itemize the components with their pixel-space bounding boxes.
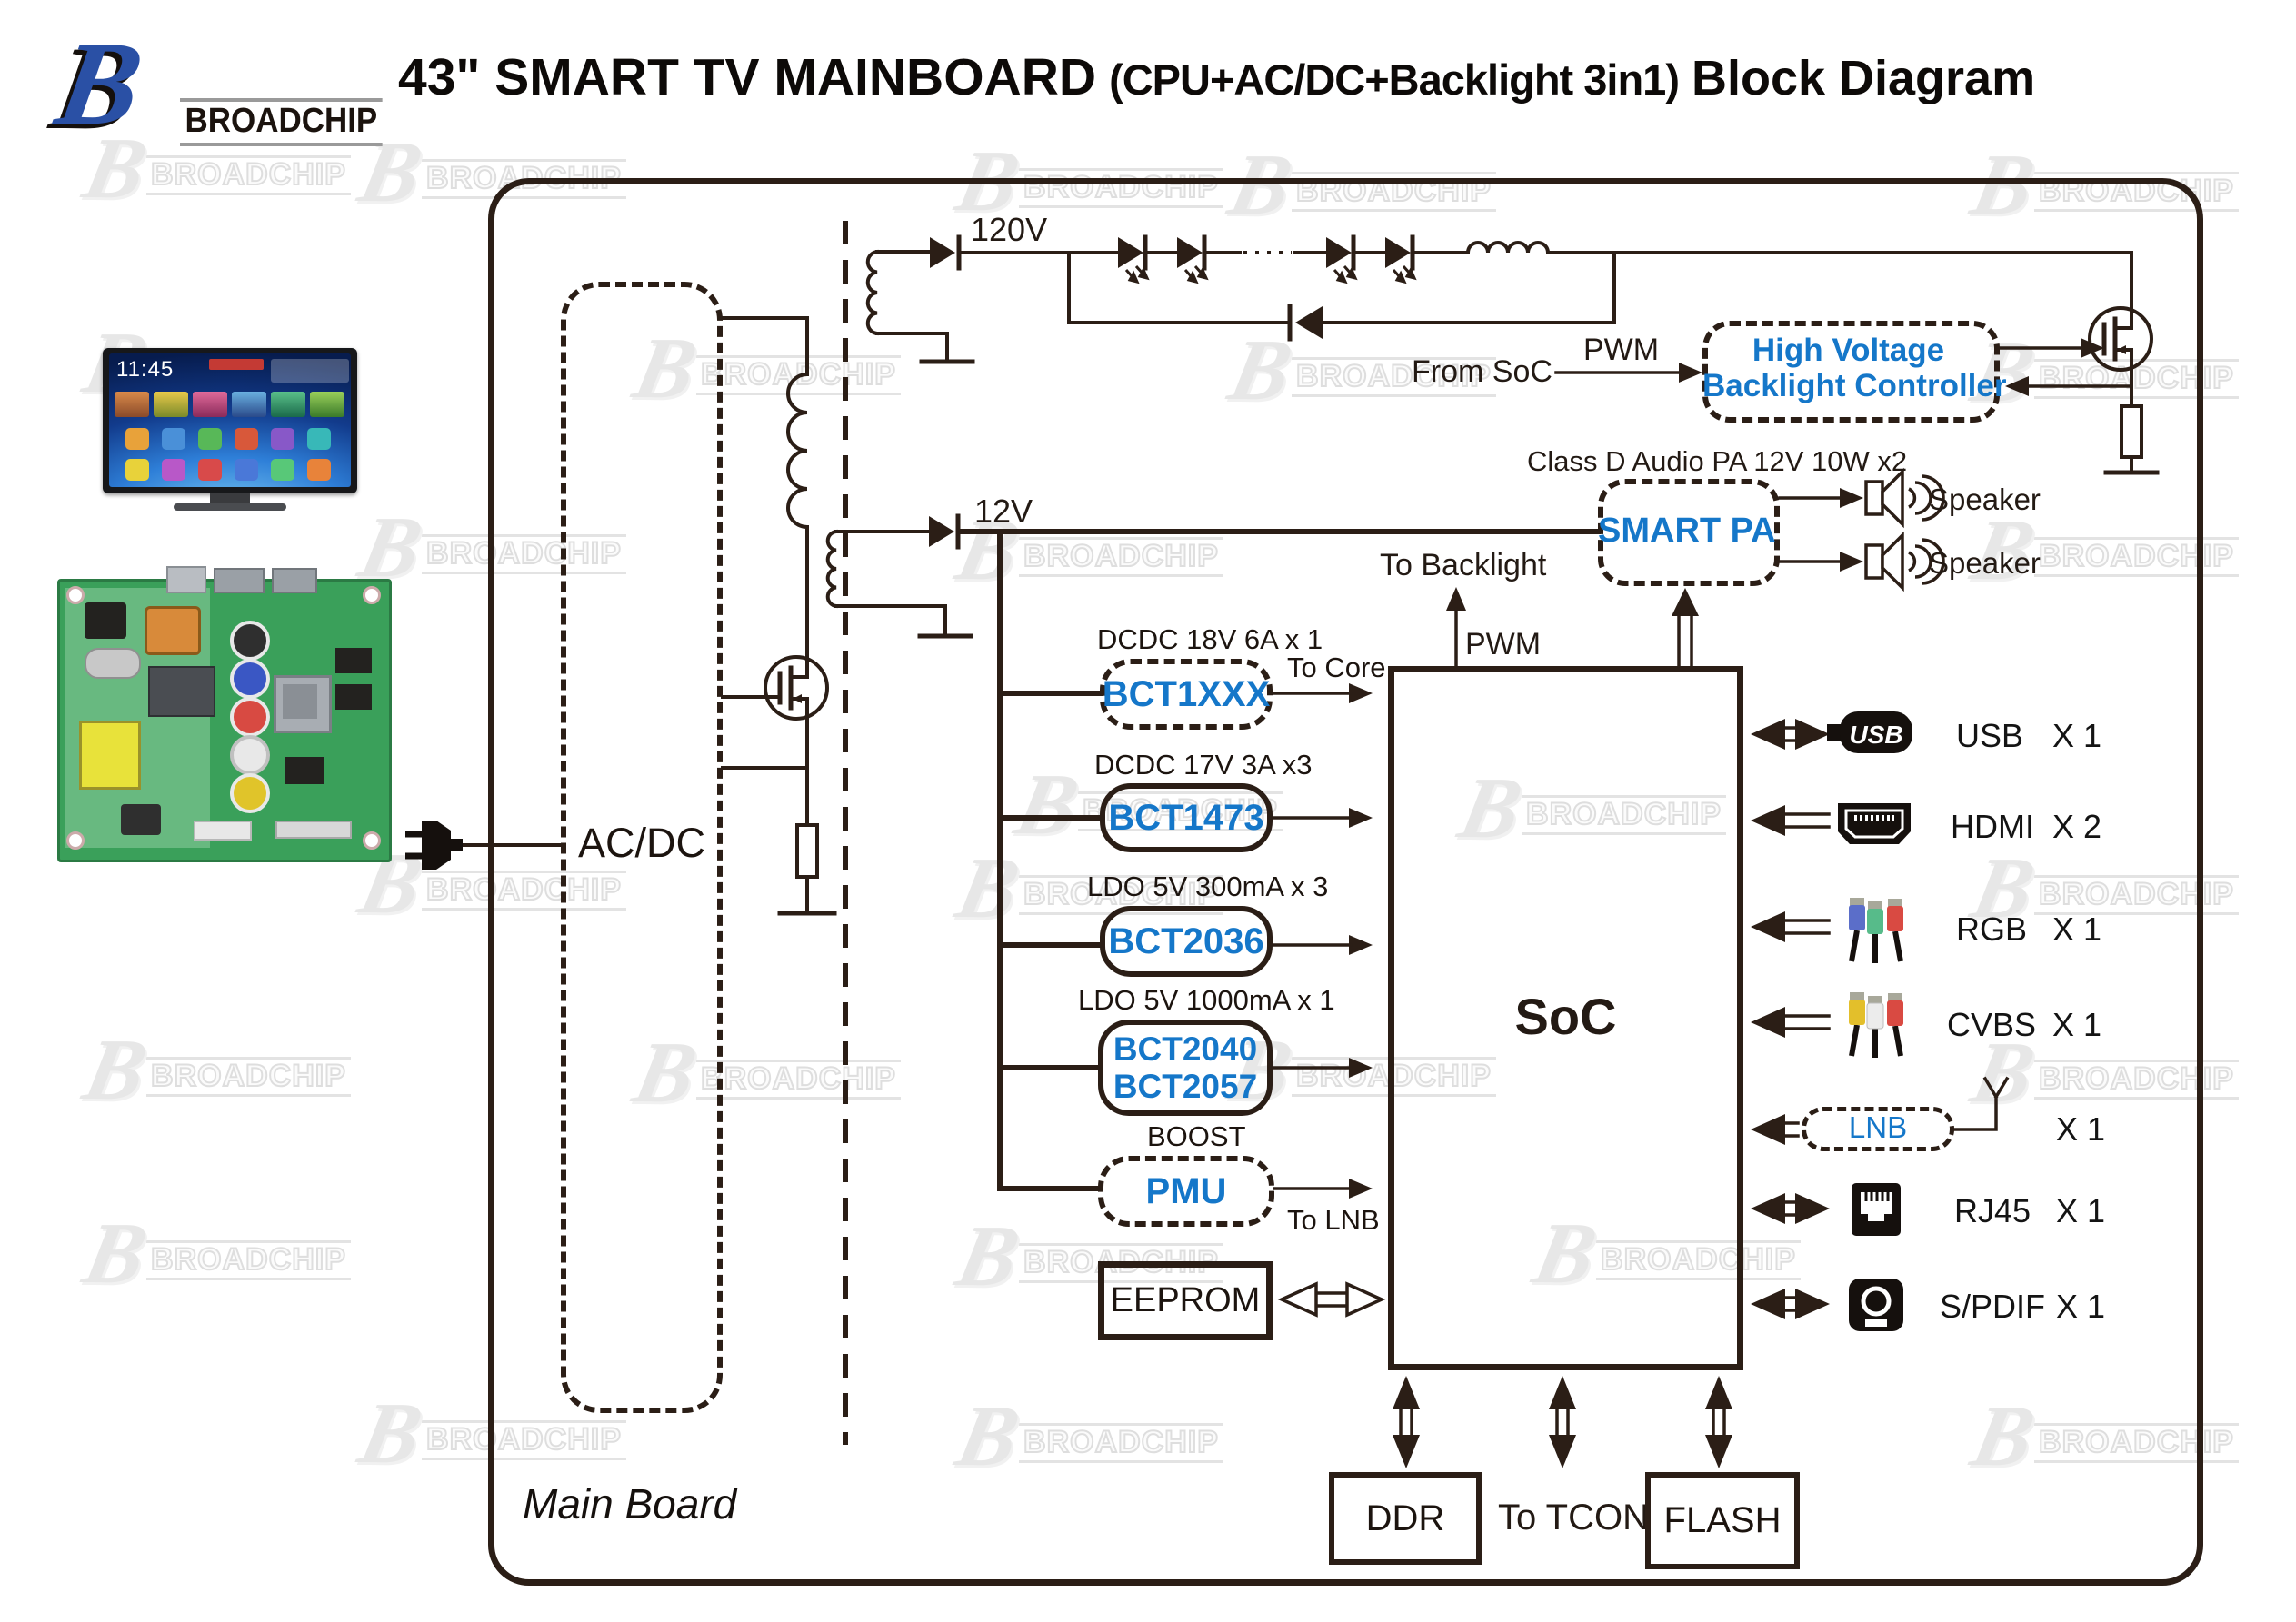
eeprom-label: EEPROM: [1110, 1281, 1261, 1320]
from-soc-label: From SoC: [1412, 354, 1552, 389]
tv-photo: 11:45: [103, 348, 357, 513]
port-label-spdif: S/PDIF: [1940, 1288, 2046, 1325]
regulator-spec: DCDC 17V 3A x3: [1094, 749, 1313, 781]
speaker2-label: Speaker: [1929, 546, 2041, 580]
regulator-box-bct2040: BCT2040 BCT2057: [1098, 1020, 1273, 1116]
acdc-mosfet-icon: [764, 655, 829, 721]
backlight-controller-line1: High Voltage: [1752, 333, 1945, 368]
to-core-label: To Core: [1287, 652, 1386, 683]
port-count-lnb: X 1: [2056, 1110, 2106, 1148]
main-board-label: Main Board: [523, 1480, 737, 1527]
backlight-mosfet-icon: [2088, 306, 2153, 372]
spdif-icon: [1849, 1279, 1903, 1331]
to-backlight-label: To Backlight: [1380, 548, 1547, 582]
regulator-box-bct1473: BCT1473: [1100, 783, 1273, 852]
brand-wordmark: BROADCHIP: [180, 98, 383, 146]
page-title: 43" SMART TV MAINBOARD (CPU+AC/DC+Backli…: [398, 47, 2035, 107]
lnb-label: LNB: [1848, 1110, 1908, 1144]
port-count-cvbs: X 1: [2052, 1006, 2102, 1043]
speaker-icon: [1864, 467, 1945, 529]
arrow-shafts: [1271, 346, 2133, 1438]
port-count-usb: X 1: [2052, 717, 2102, 754]
acdc-block: [561, 282, 723, 1413]
regulator-chip2: BCT2057: [1113, 1068, 1258, 1105]
filled-symbols: [793, 237, 2126, 1468]
port-label-rj45: RJ45: [1954, 1192, 2031, 1229]
port-count-hdmi: X 2: [2052, 808, 2102, 845]
backlight-controller-box: [1702, 321, 2000, 423]
soc-label: SoC: [1514, 988, 1617, 1045]
audio-header: Class D Audio PA 12V 10W x2: [1527, 445, 1908, 477]
to-tcon-label: To TCON: [1498, 1498, 1649, 1537]
port-count-rgb: X 1: [2052, 911, 2102, 948]
power-bus: [959, 529, 1601, 1191]
to-lnb-label: To LNB: [1287, 1204, 1380, 1236]
port-count-rj45: X 1: [2056, 1192, 2106, 1229]
cvbs-connector-icon: [1849, 992, 1903, 1058]
rail-120v-label: 120V: [971, 211, 1048, 248]
soc-box: [1388, 666, 1743, 1370]
regulator-spec: LDO 5V 300mA x 3: [1087, 871, 1329, 902]
regulator-spec: BOOST: [1147, 1120, 1246, 1152]
rail-12v-label: 12V: [974, 493, 1033, 530]
smart-pa-label: SMART PA: [1598, 512, 1776, 550]
main-board-outline: [488, 178, 2203, 1586]
regulator-chip: BCT2040: [1113, 1030, 1258, 1068]
mainboard-photo: [57, 566, 392, 866]
regulator-box-bct2036: BCT2036: [1100, 906, 1273, 977]
soc-pwm-label: PWM: [1465, 627, 1542, 662]
symbol-bars: [777, 234, 2160, 916]
eeprom-bus-arrow: [1277, 1281, 1386, 1318]
flash-label: FLASH: [1663, 1500, 1782, 1541]
regulator-chip: BCT1XXX: [1102, 673, 1271, 714]
title-suffix: Block Diagram: [1691, 51, 2036, 105]
speaker-icon: [1864, 531, 1945, 592]
regulator-box-bct1xxx: BCT1XXX: [1100, 659, 1273, 730]
title-paren: (CPU+AC/DC+Backlight 3in1): [1109, 55, 1680, 104]
backlight-sense-resistor-icon: [2120, 404, 2143, 459]
acdc-label: AC/DC: [578, 820, 706, 866]
speaker1-label: Speaker: [1929, 483, 2041, 516]
regulator-chip: BCT1473: [1108, 797, 1264, 838]
flash-box: FLASH: [1645, 1472, 1800, 1569]
tv-clock: 11:45: [116, 357, 175, 382]
backlight-controller-line2: Backlight Controller: [1702, 368, 2007, 403]
rgb-connector-icon: [1849, 898, 1903, 963]
port-label-rgb: RGB: [1956, 911, 2028, 948]
port-label-hdmi: HDMI: [1951, 808, 2034, 845]
hdmi-icon: [1838, 803, 1911, 844]
regulator-chip: PMU: [1145, 1170, 1227, 1211]
power-plug-icon: [405, 821, 463, 870]
led-emission-arrows: [1124, 265, 1417, 284]
regulator-spec: DCDC 18V 6A x 1: [1097, 623, 1323, 655]
title-main: 43" SMART TV MAINBOARD: [398, 48, 1097, 106]
port-count-spdif: X 1: [2056, 1288, 2106, 1325]
regulator-spec: LDO 5V 1000mA x 1: [1078, 984, 1335, 1016]
ddr-label: DDR: [1365, 1498, 1445, 1538]
lnb-box: [1802, 1107, 1954, 1151]
rj45-icon: [1852, 1183, 1901, 1236]
backlight-controller-title: High Voltage Backlight Controller: [1702, 333, 2007, 403]
port-label-cvbs: CVBS: [1947, 1006, 2037, 1043]
brand-logo: B BROADCHIP: [44, 16, 383, 164]
eeprom-box: EEPROM: [1098, 1261, 1273, 1340]
regulator-box-pmu: PMU: [1098, 1156, 1274, 1227]
usb-icon: USB: [1827, 711, 1912, 753]
wires: [460, 241, 2133, 915]
svg-text:USB: USB: [1849, 721, 1902, 749]
backlight-pwm-label: PWM: [1583, 333, 1660, 367]
smart-pa-box: [1598, 479, 1780, 586]
regulator-chip: BCT2036: [1108, 920, 1264, 961]
port-label-usb: USB: [1956, 717, 2024, 754]
acdc-sense-resistor-icon: [795, 823, 819, 879]
ddr-box: DDR: [1329, 1472, 1482, 1565]
brand-logo-letter: B: [48, 16, 153, 150]
